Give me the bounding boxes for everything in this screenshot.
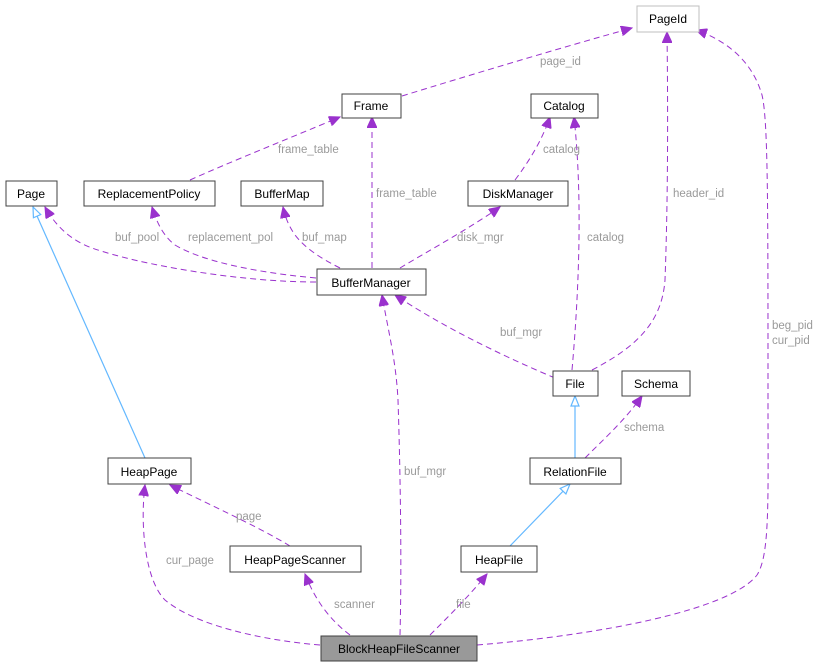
- edge-file-to-catalog: [572, 117, 579, 371]
- node-label: RelationFile: [543, 465, 607, 479]
- node-heap-file[interactable]: HeapFile: [460, 545, 538, 573]
- edge-heappagescanner-to-heappage: [170, 485, 291, 547]
- edge-label-buf-mgr: buf_mgr: [500, 327, 542, 339]
- node-label: DiskManager: [483, 187, 554, 201]
- edge-label-file: file: [456, 599, 471, 611]
- edge-label-frame-table: frame_table: [278, 144, 339, 156]
- node-buffer-map[interactable]: BufferMap: [240, 180, 324, 207]
- edge-label-cur-page: cur_page: [166, 555, 214, 567]
- edge-label-header-id: header_id: [673, 188, 724, 200]
- edge-label-buf-pool: buf_pool: [115, 232, 159, 244]
- node-label: File: [565, 377, 585, 391]
- node-heap-page-scanner[interactable]: HeapPageScanner: [229, 545, 362, 573]
- node-buffer-manager[interactable]: BufferManager: [316, 268, 427, 296]
- edge-labels: page_id frame_table frame_table catalog …: [115, 56, 813, 611]
- node-label: ReplacementPolicy: [98, 187, 201, 201]
- edge-heappage-inherits-page: [33, 207, 146, 459]
- node-heap-page[interactable]: HeapPage: [107, 457, 192, 485]
- node-label: Catalog: [543, 99, 584, 113]
- edge-heapfile-inherits-relationfile: [509, 484, 570, 547]
- node-label: Frame: [354, 99, 389, 113]
- node-catalog[interactable]: Catalog: [530, 93, 599, 119]
- node-label: BlockHeapFileScanner: [338, 642, 460, 656]
- edge-label-replacement-pol: replacement_pol: [188, 232, 273, 244]
- edge-label-scanner: scanner: [334, 599, 375, 611]
- inheritance-edges: [33, 207, 575, 547]
- edge-blockheapfilescanner-to-buffermanager: [382, 295, 402, 636]
- node-label: HeapPage: [121, 465, 178, 479]
- edges: [45, 28, 769, 646]
- node-schema[interactable]: Schema: [621, 370, 691, 397]
- node-block-heap-file-scanner[interactable]: BlockHeapFileScanner: [320, 635, 478, 662]
- node-page[interactable]: Page: [5, 180, 58, 207]
- edge-replacementpolicy-to-frame: [189, 117, 340, 181]
- edge-relationfile-to-schema: [584, 396, 642, 459]
- edge-label-catalog: catalog: [587, 232, 624, 244]
- node-label: Schema: [634, 377, 678, 391]
- edge-file-to-pageid: [591, 32, 668, 371]
- edge-buffermanager-to-diskmanager: [399, 207, 500, 269]
- edge-diskmanager-to-catalog: [514, 117, 550, 181]
- node-label: BufferManager: [331, 276, 410, 290]
- edge-label-cur-pid: cur_pid: [772, 335, 810, 347]
- edge-label-catalog: catalog: [543, 144, 580, 156]
- node-relation-file[interactable]: RelationFile: [529, 457, 622, 485]
- node-label: Page: [17, 187, 45, 201]
- nodes: PageId Frame Catalog Page ReplacementPol…: [5, 5, 700, 662]
- node-label: HeapFile: [475, 553, 523, 567]
- edge-frame-to-pageid: [401, 28, 632, 97]
- node-label: BufferMap: [254, 187, 309, 201]
- edge-blockheapfilescanner-to-heapfile: [429, 574, 487, 636]
- node-disk-manager[interactable]: DiskManager: [467, 180, 569, 207]
- edge-blockheapfilescanner-to-heappage: [143, 485, 321, 646]
- edge-label-page-id: page_id: [540, 56, 581, 68]
- node-file[interactable]: File: [552, 370, 599, 397]
- node-label: HeapPageScanner: [244, 553, 345, 567]
- edge-label-buf-map: buf_map: [302, 232, 347, 244]
- edge-label-page: page: [236, 511, 262, 523]
- edge-label-buf-mgr: buf_mgr: [404, 466, 446, 478]
- edge-label-schema: schema: [624, 422, 665, 434]
- node-replacement-policy[interactable]: ReplacementPolicy: [83, 180, 216, 207]
- node-frame[interactable]: Frame: [341, 93, 402, 119]
- edge-label-disk-mgr: disk_mgr: [457, 232, 504, 244]
- edge-buffermanager-to-replacementpolicy: [152, 207, 317, 279]
- edge-label-frame-table: frame_table: [376, 188, 437, 200]
- node-label: PageId: [649, 12, 687, 26]
- edge-blockheapfilescanner-to-pageid: [476, 30, 769, 646]
- edge-buffermanager-to-page: [45, 207, 317, 283]
- node-pageid[interactable]: PageId: [636, 5, 700, 33]
- edge-file-to-buffermanager: [395, 295, 556, 379]
- edge-label-beg-pid: beg_pid: [772, 320, 813, 332]
